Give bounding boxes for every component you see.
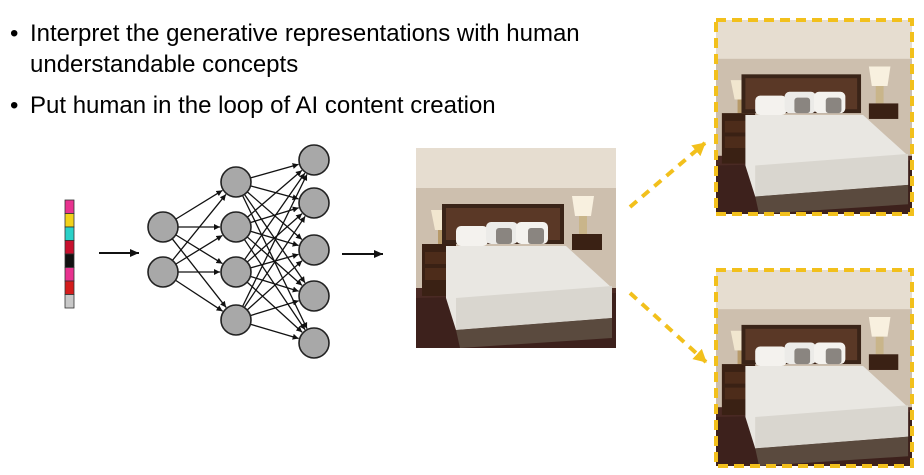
network-edges [171, 163, 308, 340]
latent-code-segment [64, 213, 75, 228]
bullet-dot: • [10, 92, 19, 119]
latent-code-segment [64, 253, 75, 268]
network-edge [250, 185, 299, 201]
network-edge [244, 172, 306, 261]
edit-arrow-up [628, 141, 707, 209]
network-node [298, 234, 330, 266]
network-node [220, 211, 252, 243]
latent-code-segment [64, 267, 75, 282]
network-edge [246, 260, 303, 311]
bedroom-image [416, 148, 616, 348]
bullet-text: Interpret the generative representations… [30, 20, 580, 78]
network-edge [250, 163, 299, 179]
network-edge [250, 206, 299, 224]
network-edge [246, 213, 303, 263]
network-node [147, 211, 179, 243]
network-nodes [147, 144, 330, 359]
network-node [220, 304, 252, 336]
network-node [147, 256, 179, 288]
latent-code-segment [64, 294, 75, 309]
network-node [220, 166, 252, 198]
edited-bedroom-image-top [714, 18, 914, 216]
neural-network [147, 144, 330, 359]
bullet-item: • Interpret the generative representatio… [10, 18, 690, 80]
network-edge [246, 169, 303, 218]
network-node [220, 256, 252, 288]
network-edge [250, 323, 299, 340]
latent-code-bar [64, 199, 75, 309]
network-edge [250, 275, 299, 293]
network-node [298, 187, 330, 219]
latent-code-segment [64, 240, 75, 255]
network-edge [241, 174, 308, 307]
network-node [298, 144, 330, 176]
latent-code-segment [64, 199, 75, 214]
network-edge [250, 299, 299, 317]
network-edge [175, 189, 223, 220]
edited-bedroom-image-bottom [714, 268, 914, 468]
bullet-text: Put human in the loop of AI content crea… [30, 92, 496, 119]
edit-arrow-down [628, 291, 708, 364]
network-edge [243, 215, 306, 308]
network-node [298, 327, 330, 359]
bullet-item: • Put human in the loop of AI content cr… [10, 90, 690, 121]
bullet-dot: • [10, 20, 19, 47]
latent-code-segment [64, 226, 75, 241]
network-edge [175, 234, 223, 265]
network-edge [175, 279, 223, 312]
network-node [298, 280, 330, 312]
latent-code-segment [64, 280, 75, 295]
network-edge [171, 194, 227, 261]
bullet-list: • Interpret the generative representatio… [10, 18, 690, 131]
